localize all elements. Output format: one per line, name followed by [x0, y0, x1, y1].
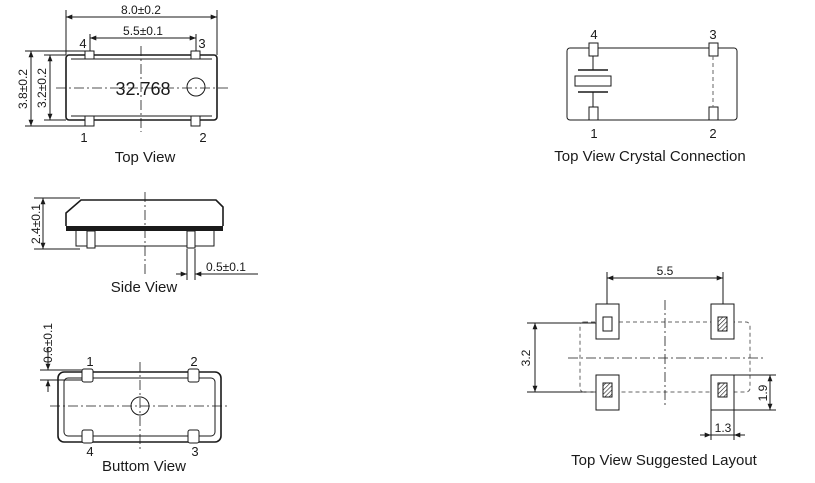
- suggested-layout-view: 5.5 3.2 1.9 1.3 Top View Suggested Layo: [519, 264, 776, 469]
- bottom-center-mark: [130, 396, 150, 416]
- side-view-base-band: [66, 226, 223, 231]
- side-lead-right: [186, 230, 196, 249]
- land-pad-4: [595, 303, 620, 340]
- top-pin-label-3: 3: [198, 36, 205, 51]
- top-pin-2: [190, 115, 201, 127]
- terminal-1: [602, 382, 613, 398]
- side-view: 2.4±0.1 0.5±0.1 Side View: [29, 192, 258, 296]
- side-lead-left: [86, 230, 96, 249]
- connection-body: [566, 47, 738, 121]
- top-pin-4: [84, 50, 95, 60]
- frequency-marking: 32.768: [115, 79, 170, 99]
- connection-pad-3: [708, 42, 719, 57]
- top-view-caption: Top View: [115, 149, 176, 166]
- pad-height-dimension-label: 0.6±0.1: [41, 323, 55, 363]
- pitch-dimension-label: 5.5±0.1: [123, 24, 163, 38]
- terminal-4: [602, 316, 613, 332]
- connection-pad-4: [588, 42, 599, 57]
- bottom-pad-4: [81, 429, 94, 444]
- crystal-element: [574, 75, 612, 87]
- bottom-pin-label-1: 1: [86, 354, 93, 369]
- body-width-dimension-label: 3.2±0.2: [35, 68, 49, 108]
- bottom-pad-3: [187, 429, 200, 444]
- bottom-view-body: [57, 371, 222, 443]
- top-pin-1: [84, 115, 95, 127]
- connection-pin-label-3: 3: [709, 27, 716, 42]
- top-pin-label-1: 1: [80, 130, 87, 145]
- bottom-pin-label-2: 2: [190, 354, 197, 369]
- length-dimension-label: 8.0±0.2: [121, 3, 161, 17]
- terminal-3: [717, 316, 728, 332]
- lead-width-dimension-label: 0.5±0.1: [206, 260, 246, 274]
- bottom-pad-1: [81, 368, 94, 383]
- top-view-body: [65, 54, 218, 121]
- crystal-connection-view: 4 3 1 2 Top View Crystal Connection: [554, 27, 745, 165]
- suggested-layout-caption: Top View Suggested Layout: [571, 452, 758, 469]
- connection-pad-1: [588, 106, 599, 121]
- layout-height-dimension-label: 3.2: [519, 349, 533, 366]
- bottom-view-caption: Buttom View: [102, 458, 186, 475]
- side-view-body: [65, 199, 224, 226]
- pin-one-indicator: [186, 77, 206, 97]
- connection-pad-2: [708, 106, 719, 121]
- side-view-caption: Side View: [111, 279, 178, 296]
- connection-pin-label-4: 4: [590, 27, 597, 42]
- width-dimension-label: 3.8±0.2: [16, 69, 30, 109]
- layout-pad-height-dimension-label: 1.9: [756, 384, 770, 401]
- top-view: 8.0±0.2 5.5±0.1 3.8±0.2 3.2±0.2 32.768 4…: [16, 3, 228, 166]
- bottom-pin-label-3: 3: [191, 444, 198, 459]
- height-dimension-label: 2.4±0.1: [29, 204, 43, 244]
- connection-pin-label-2: 2: [709, 126, 716, 141]
- bottom-view: 0.6±0.1 1 2 4 3 Buttom View: [40, 323, 230, 475]
- connection-pin-label-1: 1: [590, 126, 597, 141]
- layout-pad-width-dimension-label: 1.3: [715, 421, 732, 435]
- bottom-pad-2: [187, 368, 200, 383]
- bottom-pin-label-4: 4: [86, 444, 93, 459]
- layout-pitch-dimension-label: 5.5: [657, 264, 674, 278]
- terminal-2: [717, 382, 728, 398]
- top-pin-label-2: 2: [199, 130, 206, 145]
- top-pin-3: [190, 50, 201, 60]
- top-pin-label-4: 4: [79, 36, 86, 51]
- crystal-connection-caption: Top View Crystal Connection: [554, 148, 745, 165]
